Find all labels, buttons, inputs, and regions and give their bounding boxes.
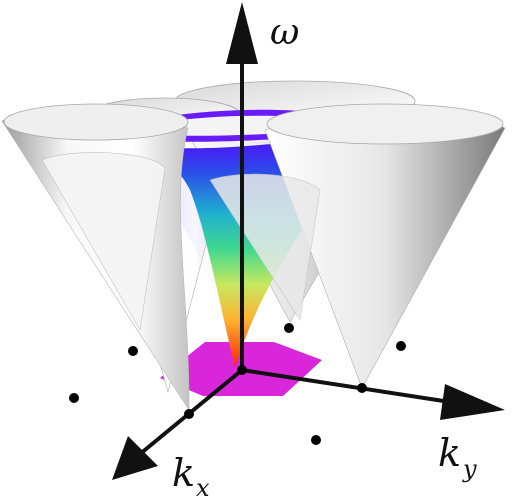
cone-front-right-rim [266, 103, 504, 145]
kx-axis-label: k x [172, 451, 210, 500]
cone-front-mid [41, 152, 166, 331]
origin-point [237, 365, 247, 375]
svg-text:k: k [438, 431, 461, 475]
ky-axis-line [241, 368, 451, 404]
ky-axis-label: k y [438, 431, 477, 483]
lattice-point [284, 323, 294, 333]
lattice-point [396, 341, 406, 351]
kx-axis-arrowhead [112, 436, 158, 480]
cone-front-left-rim [3, 103, 189, 141]
lattice-point [128, 346, 138, 356]
lattice-point [69, 393, 79, 403]
omega-axis-label: ω [270, 12, 299, 53]
svg-text:y: y [462, 455, 477, 483]
front-cones [1, 103, 506, 412]
ky-lattice-point [357, 383, 367, 393]
omega-axis-arrowhead [226, 2, 258, 64]
ky-axis-arrowhead [440, 384, 505, 420]
lattice-point [311, 435, 321, 445]
cone-center-lower [209, 173, 321, 321]
svg-text:k: k [172, 451, 195, 495]
lattice-points [69, 323, 406, 445]
svg-text:x: x [196, 474, 210, 500]
kx-lattice-point [184, 409, 194, 419]
axes [112, 2, 505, 480]
